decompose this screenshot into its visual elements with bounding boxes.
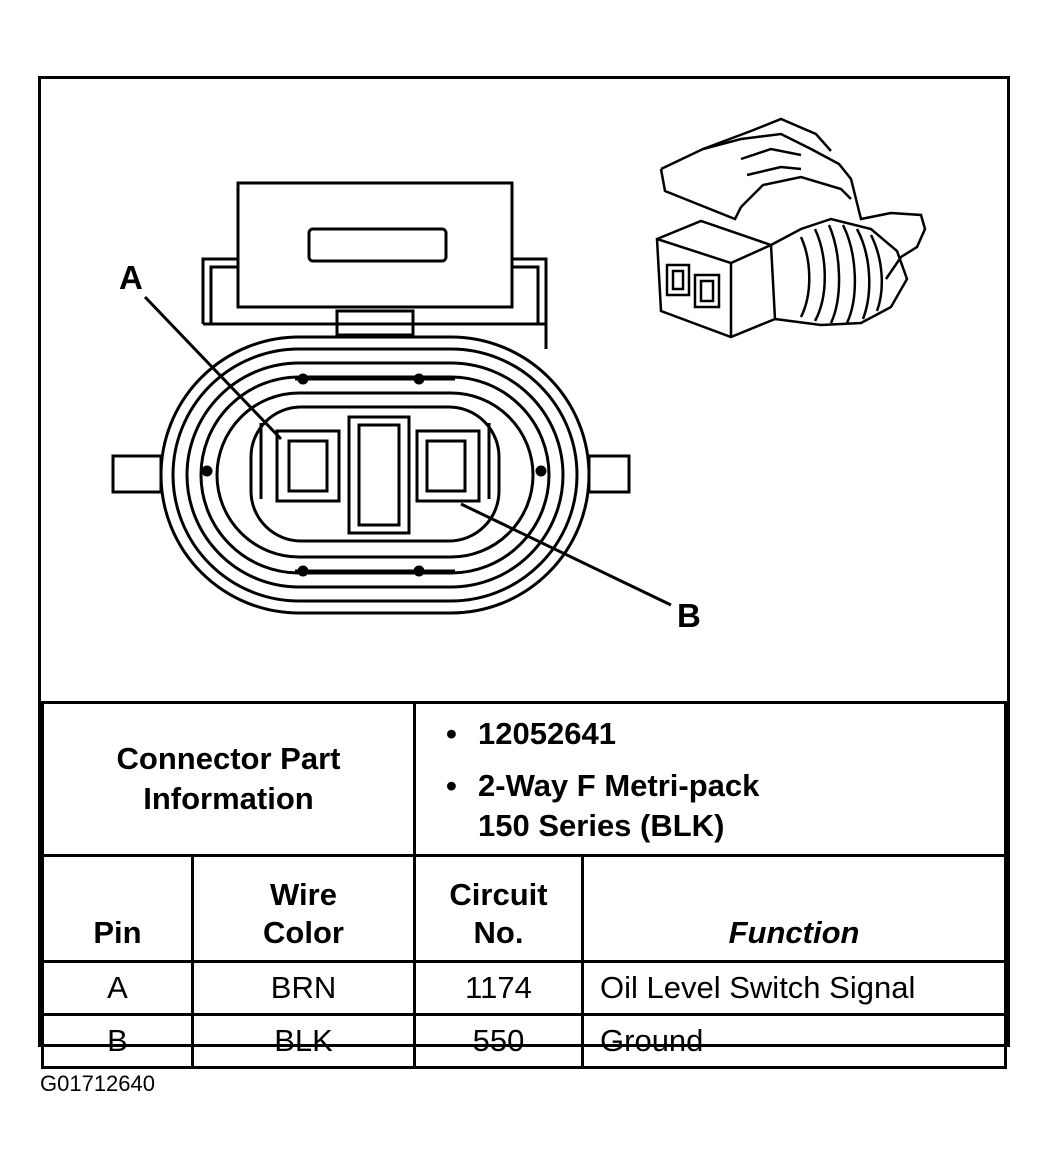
column-header-wire-color: Wire Color: [190, 854, 417, 963]
column-header-function: Function: [581, 854, 1007, 963]
part-description-line2: 150 Series (BLK): [478, 808, 725, 843]
callout-b-label: B: [677, 597, 701, 634]
part-number: 12052641: [446, 714, 1004, 754]
pin-cell: A: [41, 960, 194, 1016]
connector-info-table: Connector Part Information 12052641 2-Wa…: [40, 701, 1007, 1069]
function-cell: Ground: [581, 1013, 1007, 1069]
circuit-cell: 550: [413, 1013, 585, 1069]
connector-drawing: A B: [111, 117, 927, 634]
callout-b-leader: [460, 502, 672, 607]
callout-a-label: A: [119, 259, 143, 296]
callout-a-leader: [143, 295, 283, 441]
part-info-label-line1: Connector Part: [116, 741, 341, 776]
wire-color-cell: BRN: [190, 960, 417, 1016]
diagram-frame: A B Connector Part Information 12052641 …: [38, 76, 1010, 1069]
part-info-label: Connector Part Information: [40, 701, 417, 857]
pin-cell: B: [41, 1013, 194, 1069]
column-header-circuit: Circuit No.: [413, 854, 585, 963]
part-info-values: 12052641 2-Way F Metri-pack 150 Series (…: [413, 701, 1007, 857]
part-info-row: Connector Part Information 12052641 2-Wa…: [40, 701, 1007, 857]
part-info-label-line2: Information: [143, 781, 314, 816]
connector-isometric-view: [655, 117, 927, 339]
column-header-row: Pin Wire Color Circuit No. Function: [41, 854, 1007, 963]
figure-id: G01712640: [40, 1071, 155, 1096]
function-cell: Oil Level Switch Signal: [581, 960, 1007, 1016]
wire-color-cell: BLK: [190, 1013, 417, 1069]
table-row: A BRN 1174 Oil Level Switch Signal: [41, 960, 1007, 1016]
table-row: B BLK 550 Ground: [41, 1013, 1007, 1069]
part-description-line1: 2-Way F Metri-pack: [446, 766, 1004, 806]
circuit-cell: 1174: [413, 960, 585, 1016]
connector-face-view: [111, 181, 631, 615]
column-header-pin: Pin: [41, 854, 194, 963]
